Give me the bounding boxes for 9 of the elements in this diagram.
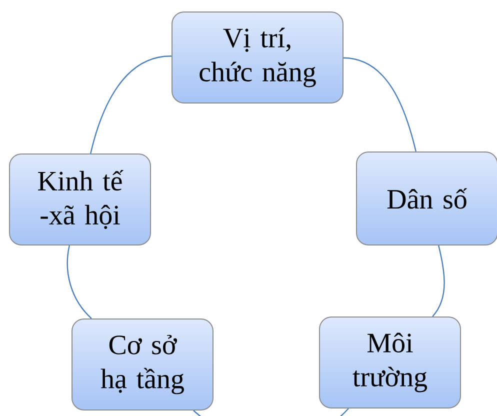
rounded-box: Vị trí, chức năng [172, 12, 344, 104]
rounded-box: Kinh tế -xã hội [9, 154, 151, 246]
connector-arc [90, 56, 172, 154]
connector-arc [66, 245, 92, 319]
connector-arc [432, 245, 445, 317]
rounded-box: Môi trường [319, 316, 461, 408]
connector-arc [343, 57, 416, 152]
rounded-box: Cơ sở hạ tầng [72, 318, 214, 410]
rounded-box: Dân số [356, 152, 497, 246]
